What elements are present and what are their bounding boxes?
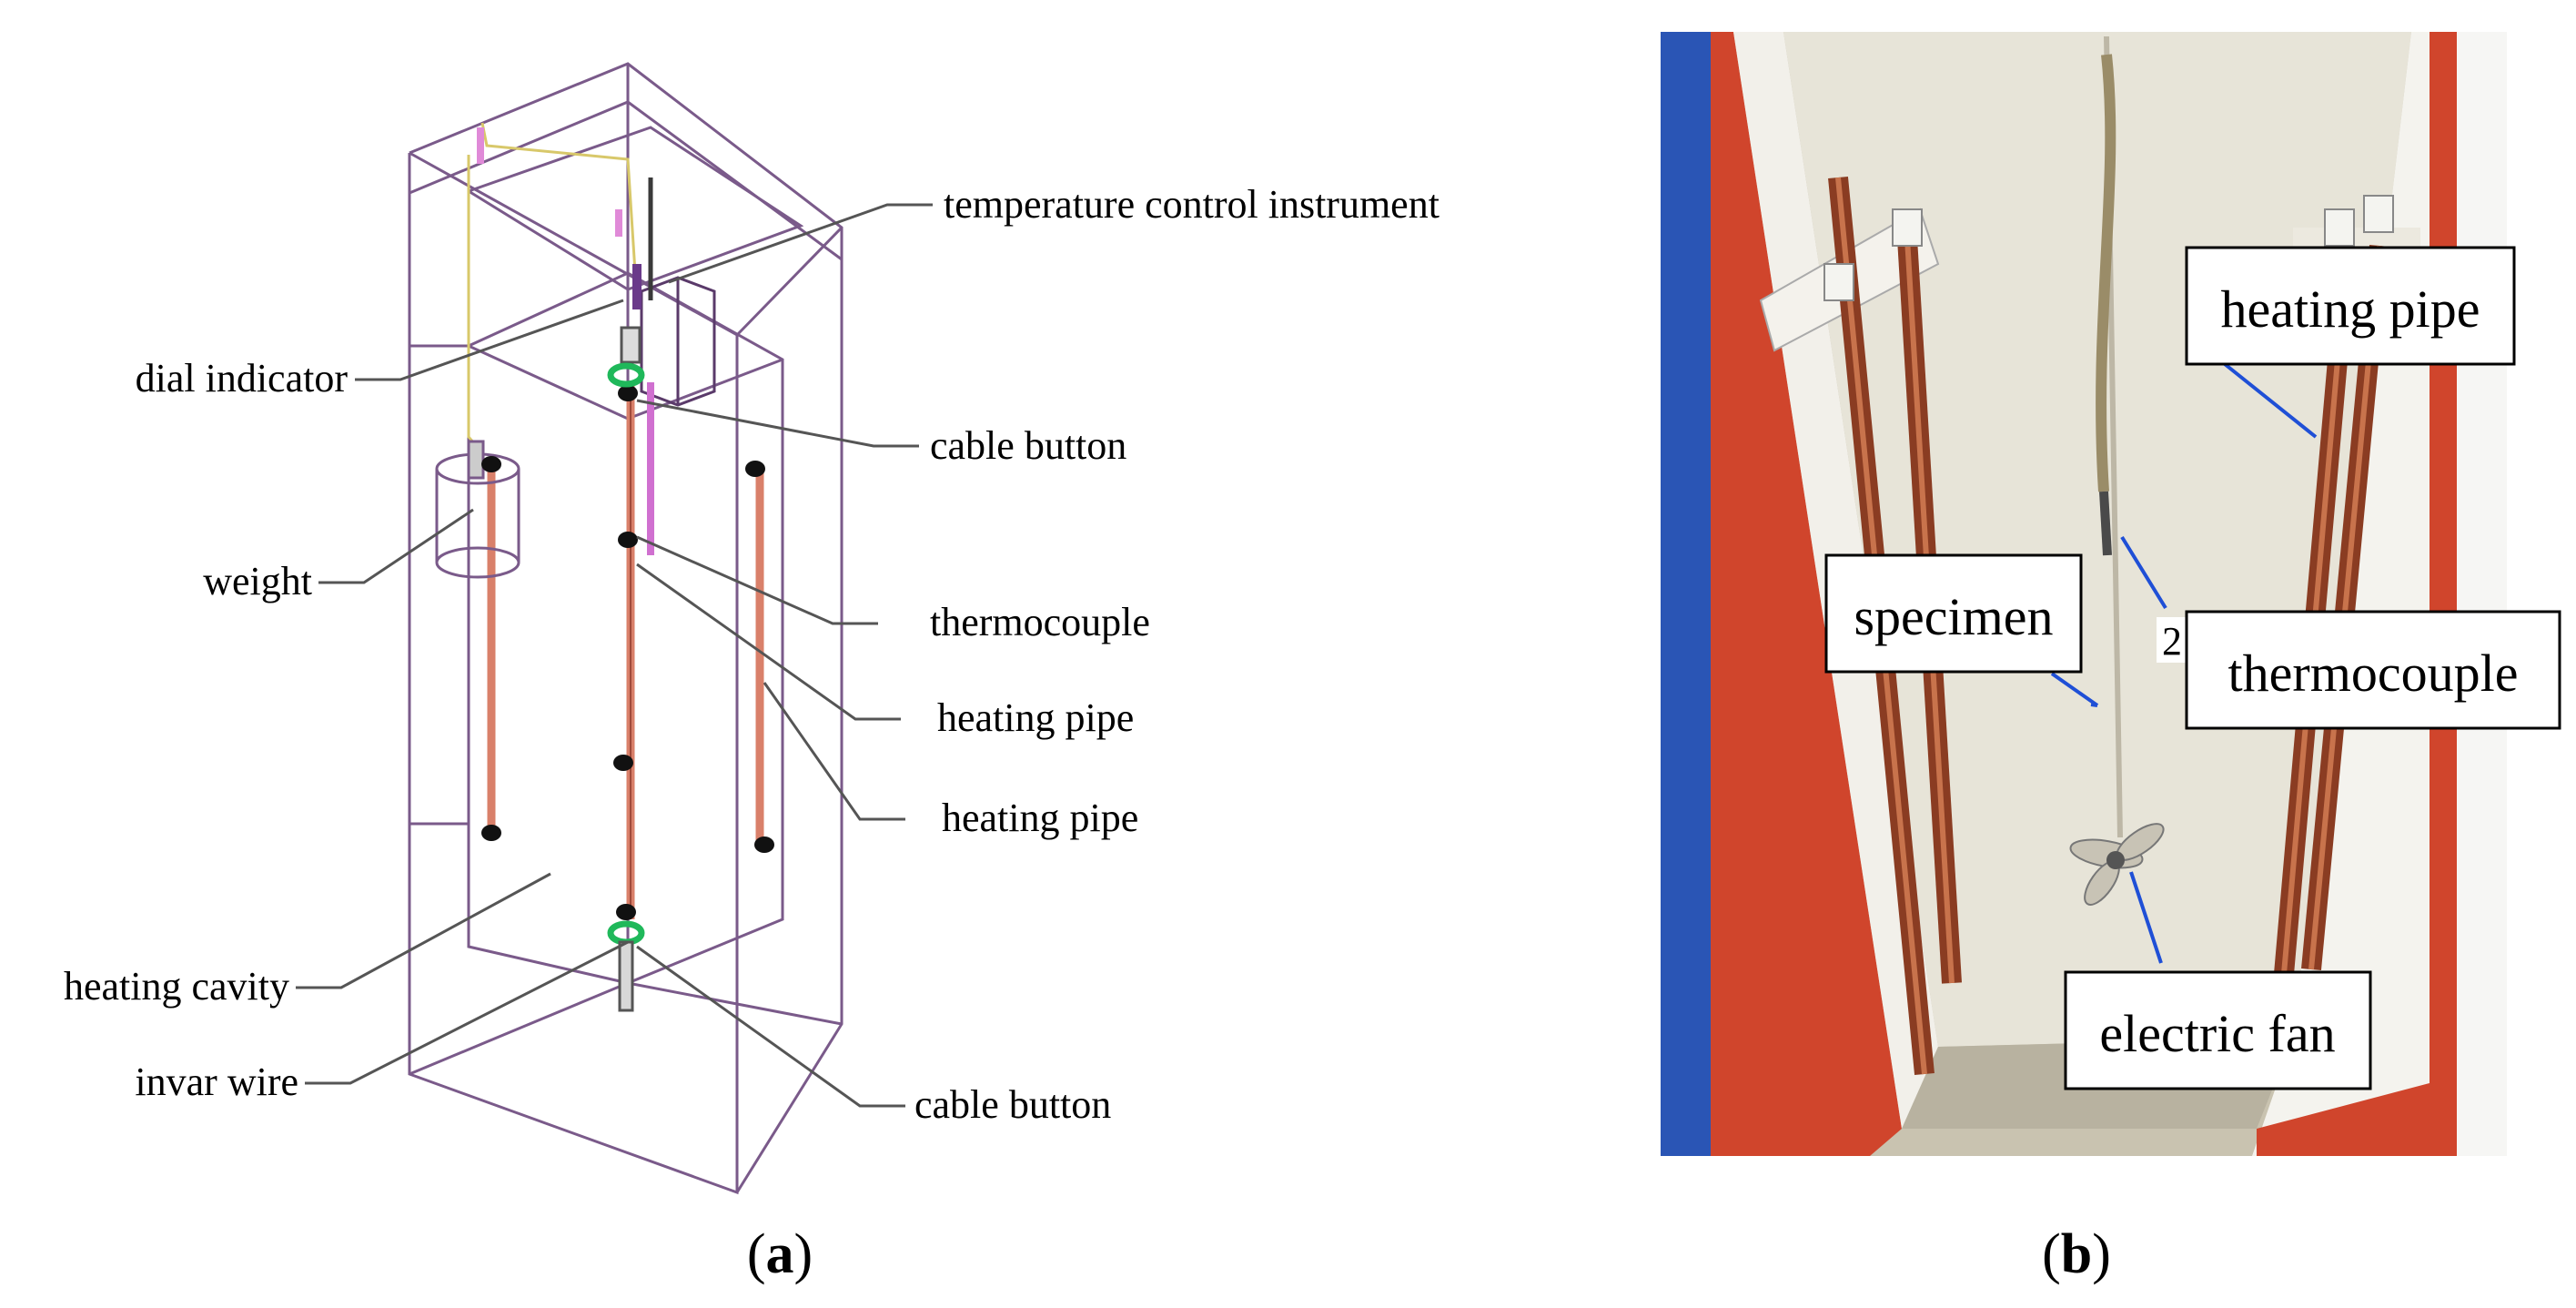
svg-text:thermocouple: thermocouple: [2228, 644, 2519, 703]
svg-text:2: 2: [2162, 619, 2182, 664]
svg-text:heating pipe: heating pipe: [2220, 279, 2480, 339]
clamps: [481, 385, 774, 920]
cabinet-frame-red-left: [1711, 32, 1902, 1156]
svg-text:specimen: specimen: [1854, 587, 2053, 646]
label-heating-pipe-2: heating pipe: [942, 796, 1138, 840]
label-invar-wire: invar wire: [135, 1060, 298, 1104]
dial-indicator-rod: [620, 177, 653, 364]
photo-electric-fan: [2069, 823, 2165, 906]
leader-lines: [296, 203, 933, 1108]
wireframe-box: [408, 62, 844, 1195]
panel-a-schematic: temperature control instrument dial indi…: [64, 62, 1440, 1285]
label-heating-cavity: heating cavity: [64, 964, 289, 1009]
cable-button-top: [607, 362, 645, 388]
caption-a: (a): [747, 1223, 813, 1285]
bottom-rod: [618, 940, 634, 1012]
pointer-lines: [2050, 362, 2318, 964]
cable-button-bottom: [607, 920, 645, 946]
weight-cylinder: [435, 440, 520, 579]
label-cable-button-bottom: cable button: [914, 1082, 1111, 1127]
thermocouple-cable: [2096, 54, 2116, 492]
label-thermocouple: thermocouple: [930, 600, 1150, 644]
label-cable-button-top: cable button: [930, 423, 1126, 468]
svg-text:electric fan: electric fan: [2099, 1004, 2335, 1063]
label-box-thermocouple: thermocouple: [2185, 610, 2561, 730]
label-dial-indicator: dial indicator: [136, 356, 349, 401]
label-box-index-mark: 2: [2157, 617, 2188, 664]
cabinet-frame-red-right: [2257, 32, 2457, 1156]
label-heating-pipe-1: heating pipe: [937, 695, 1134, 740]
label-box-heating-pipe: heating pipe: [2185, 246, 2516, 366]
cabinet-door-blue: [1661, 32, 1711, 1156]
panel-b-photo: heating pipe specimen 2 thermocouple ele…: [1661, 32, 2561, 1285]
caption-b: (b): [2042, 1223, 2111, 1285]
label-box-specimen: specimen: [1824, 553, 2083, 674]
label-temperature-control-instrument: temperature control instrument: [944, 182, 1440, 227]
label-box-electric-fan: electric fan: [2064, 970, 2372, 1090]
label-weight: weight: [203, 559, 312, 603]
